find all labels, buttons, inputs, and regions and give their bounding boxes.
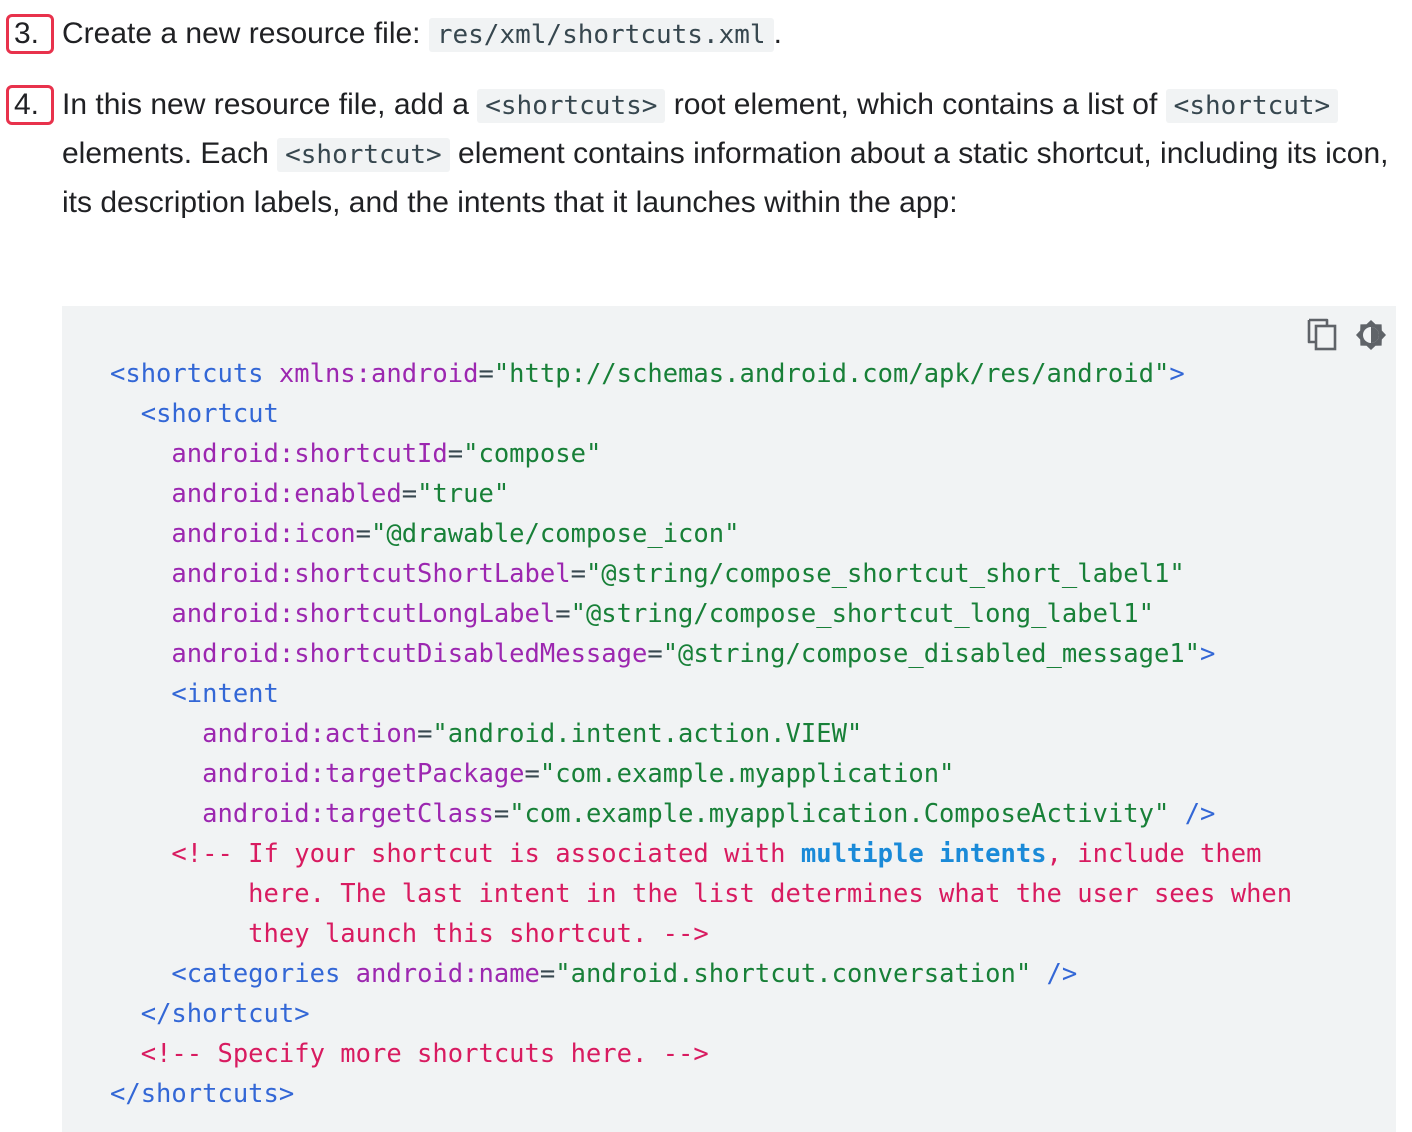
code-token: android:enabled <box>171 479 402 509</box>
code-token: android:icon <box>171 519 356 549</box>
code-token: "@string/compose_shortcut_short_label1" <box>585 559 1185 589</box>
code-token: android:shortcutLongLabel <box>171 599 556 629</box>
code-token: = <box>447 439 464 469</box>
code-token: "android.shortcut.conversation" <box>555 959 1032 989</box>
code-token: xmlns:android <box>263 359 479 389</box>
code-token: = <box>539 959 556 989</box>
code-token: android:shortcutDisabledMessage <box>171 639 648 669</box>
step-text-part: elements. Each <box>62 137 278 170</box>
code-token: "http://schemas.android.com/apk/res/andr… <box>493 359 1170 389</box>
code-token: = <box>478 359 494 389</box>
code-content: <shortcuts xmlns:android="http://schemas… <box>110 354 1292 1114</box>
code-comment-link[interactable]: multiple <box>800 839 924 869</box>
dark-mode-toggle-icon[interactable] <box>1354 318 1388 352</box>
step-number-highlight <box>6 85 54 125</box>
code-comment: <!-- Specify more shortcuts here. --> <box>140 1039 709 1069</box>
code-token: android:targetClass <box>202 799 494 829</box>
inline-code-filepath: res/xml/shortcuts.xml <box>428 18 774 52</box>
code-token: <categories <box>171 959 341 989</box>
step-text-part: Create a new resource file: <box>62 17 429 50</box>
step-number: 4. <box>14 88 40 121</box>
inline-code-shortcut: <shortcut> <box>1165 89 1339 123</box>
code-token: /> <box>1031 959 1078 989</box>
code-token: "android.intent.action.VIEW" <box>432 719 863 749</box>
code-token: android:shortcutShortLabel <box>171 559 571 589</box>
inline-code-shortcuts: <shortcuts> <box>477 89 666 123</box>
code-comment: <!-- If your shortcut is associated with <box>171 839 801 869</box>
step-text: In this new resource file, add a <shortc… <box>62 81 1394 227</box>
code-comment: they launch this shortcut. --> <box>248 919 709 949</box>
code-token: = <box>493 799 510 829</box>
step-number: 3. <box>14 17 40 50</box>
step-number-highlight <box>6 14 54 54</box>
step-text-part: element contains information about a sta… <box>62 137 1389 219</box>
inline-code-shortcut: <shortcut> <box>277 138 450 172</box>
code-token: "com.example.myapplication" <box>539 759 955 789</box>
code-token: android:action <box>202 719 418 749</box>
code-token: /> <box>1169 799 1216 829</box>
code-token: "true" <box>417 479 510 509</box>
code-token: "@drawable/compose_icon" <box>371 519 740 549</box>
copy-icon[interactable] <box>1306 318 1340 352</box>
step-text: Create a new resource file: res/xml/shor… <box>62 10 1394 59</box>
code-token: <shortcuts <box>110 359 264 389</box>
list-item-step-3: 3. Create a new resource file: res/xml/s… <box>0 10 1412 58</box>
code-comment <box>924 839 939 869</box>
code-toolbar <box>1306 318 1388 352</box>
code-token: = <box>524 759 540 789</box>
code-token: "@string/compose_disabled_message1" <box>662 639 1201 669</box>
step-text-part: . <box>773 17 782 50</box>
code-token: = <box>555 599 571 629</box>
code-token: </shortcut> <box>140 999 310 1029</box>
code-token: "@string/compose_shortcut_long_label1" <box>570 599 1154 629</box>
code-block: <shortcuts xmlns:android="http://schemas… <box>62 306 1396 1132</box>
code-token: = <box>401 479 418 509</box>
code-token: = <box>570 559 586 589</box>
code-token: = <box>355 519 372 549</box>
code-token: = <box>647 639 663 669</box>
code-token: <intent <box>171 679 279 709</box>
code-token: "com.example.myapplication.ComposeActivi… <box>509 799 1170 829</box>
code-comment: here. The last intent in the list determ… <box>248 879 1293 909</box>
code-token: android:targetPackage <box>202 759 525 789</box>
list-item-step-4: 4. In this new resource file, add a <sho… <box>0 81 1412 281</box>
code-token: <shortcut <box>140 399 279 429</box>
step-text-part: root element, which contains a list of <box>665 88 1166 121</box>
step-text-part: In this new resource file, add a <box>62 88 478 121</box>
code-token: android:shortcutId <box>171 439 448 469</box>
code-token: > <box>1169 359 1185 389</box>
code-token: </shortcuts> <box>110 1079 295 1109</box>
code-comment-link[interactable]: intents <box>939 839 1047 869</box>
code-comment: , include them <box>1046 839 1262 869</box>
code-token: android:name <box>340 959 540 989</box>
code-token: = <box>417 719 433 749</box>
code-token: "compose" <box>463 439 602 469</box>
code-token: > <box>1200 639 1216 669</box>
